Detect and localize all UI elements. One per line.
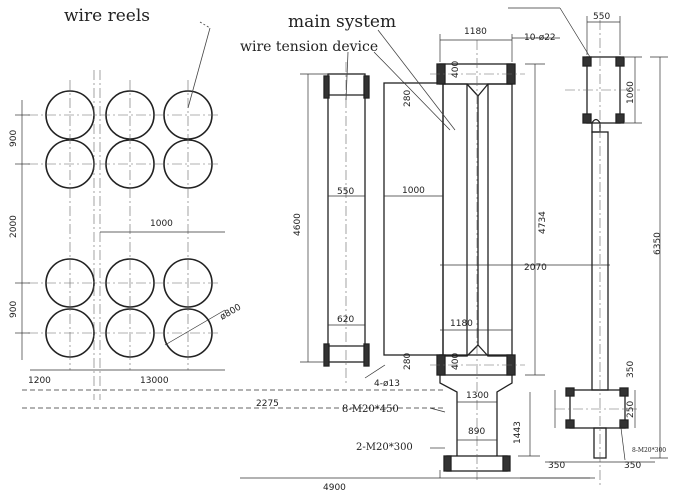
dim-2070: 2070 [524,263,547,273]
dim-400-bottom: 400 [451,353,461,370]
dim-4-13: 4-ø13 [374,379,400,389]
leaders-main [345,29,456,131]
dim-8-m20-300: 8-M20*300 [632,447,666,454]
leader-wire-reels [187,21,211,109]
dim-1180-top: 1180 [464,27,487,37]
label-wire-reels: wire reels [64,6,150,26]
dim-4734: 4734 [538,211,548,234]
dim-1060: 1060 [626,81,636,104]
dim-280-bottom: 280 [403,353,413,370]
main-system-centerlines [430,40,525,480]
dim-350-vertical: 350 [626,361,636,378]
dim-2-m20-300: 2-M20*300 [356,442,413,453]
dim-10-22: 10-ø22 [524,33,556,43]
dim-350-right: 350 [624,461,641,471]
dim-400-top: 400 [451,61,461,78]
dim-13000: 13000 [140,376,169,386]
dim-620: 620 [337,315,354,325]
dim-900-bottom: 900 [9,301,19,318]
dim-1300: 1300 [466,391,489,401]
tension-dim-lines [300,73,386,379]
text-labels: wire reels main system wire tension devi… [9,6,666,493]
dim-1000-reels: 1000 [150,219,173,229]
dim-diameter-800: ø800 [219,302,244,322]
dim-4900: 4900 [323,483,346,493]
side-pole [565,56,629,459]
side-pole-centerline [555,20,640,485]
dim-1443: 1443 [513,421,523,444]
dim-2000: 2000 [9,215,19,238]
dim-8-m20-450: 8-M20*450 [342,404,399,415]
dim-1180-bottom: 1180 [450,319,473,329]
label-wire-tension-device: wire tension device [240,39,378,55]
dim-6350: 6350 [653,232,663,255]
wire-reels-group [45,90,213,358]
tension-device [323,73,370,367]
dim-890: 890 [468,427,485,437]
label-main-system: main system [288,12,396,32]
dim-550-side: 550 [593,12,610,22]
dim-1000-main: 1000 [402,186,425,196]
dim-2275: 2275 [256,399,279,409]
main-dim-lines [22,34,610,479]
dim-1200: 1200 [28,376,51,386]
reel-centerlines [28,70,220,400]
dim-250: 250 [626,401,636,418]
main-system [383,63,516,472]
side-dim-lines [508,7,668,463]
dim-550-tension: 550 [337,187,354,197]
dim-280-top: 280 [403,90,413,107]
dim-350-left: 350 [548,461,565,471]
reel-dim-lines [15,100,226,371]
dim-4600: 4600 [293,213,303,236]
dim-900-top: 900 [9,130,19,147]
